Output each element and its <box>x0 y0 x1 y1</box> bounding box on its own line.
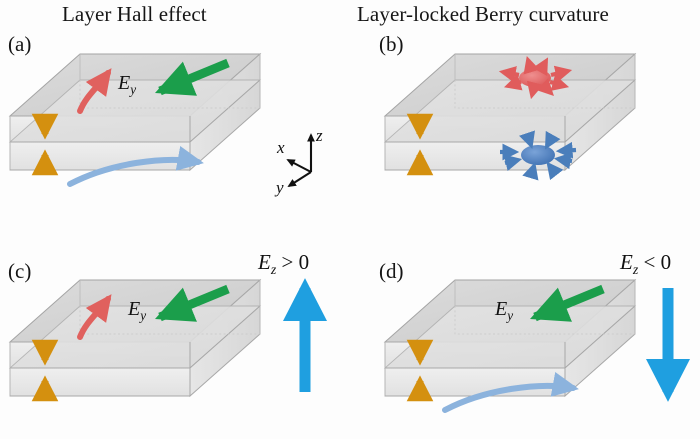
axis-label-z: z <box>316 126 323 145</box>
panel-a-ey-label: Ey <box>118 72 136 98</box>
axes-triad <box>286 133 315 188</box>
panel-c-efield-arrow <box>155 284 230 322</box>
panel-c-graphic <box>9 278 327 402</box>
panel-a-hall-current-top <box>77 68 112 114</box>
panel-a-hall-current-bottom <box>67 145 204 187</box>
panel-d-ey-sub: y <box>507 308 514 323</box>
panel-d-ey-main: E <box>495 298 508 320</box>
panel-d-graphic <box>384 279 691 413</box>
panel-label-b: (b) <box>379 32 404 56</box>
panel-c-ey-main: E <box>128 298 141 320</box>
panel-d-hall-current-bottom <box>442 371 579 413</box>
panel-c-hall-current-top <box>77 294 112 340</box>
panel-c-ez-sub: z <box>270 262 277 278</box>
panel-c-ey-sub: y <box>140 308 147 323</box>
axis-label-y: y <box>276 178 284 197</box>
panel-d-ez-relation: < 0 <box>643 250 672 274</box>
panel-a-ey-main: E <box>118 72 131 94</box>
panel-b-berry-monopole-bottom <box>500 130 577 181</box>
column-title-left: Layer Hall effect <box>62 2 207 26</box>
panel-d-ey-label: Ey <box>495 298 513 324</box>
panel-d-gate-field-label: Ez < 0 <box>620 250 671 278</box>
axis-label-x: x <box>277 138 285 157</box>
panel-a-efield-arrow <box>155 58 230 96</box>
panel-label-a: (a) <box>8 32 32 56</box>
panel-b-graphic <box>384 53 636 181</box>
column-title-right: Layer-locked Berry curvature <box>357 2 609 26</box>
panel-d-ez-sub: z <box>632 262 639 278</box>
panel-c-ez-main: E <box>258 250 271 274</box>
panel-d-ez-main: E <box>620 250 633 274</box>
panel-b-berry-monopole-top <box>498 55 573 100</box>
panel-c-gate-field-label: Ez > 0 <box>258 250 309 278</box>
panel-a-ey-sub: y <box>130 82 137 97</box>
panel-c-ey-label: Ey <box>128 298 146 324</box>
panel-label-c: (c) <box>8 259 32 283</box>
panel-d-efield-arrow <box>530 284 605 322</box>
panel-c-ez-relation: > 0 <box>281 250 310 274</box>
panel-label-d: (d) <box>379 259 404 283</box>
